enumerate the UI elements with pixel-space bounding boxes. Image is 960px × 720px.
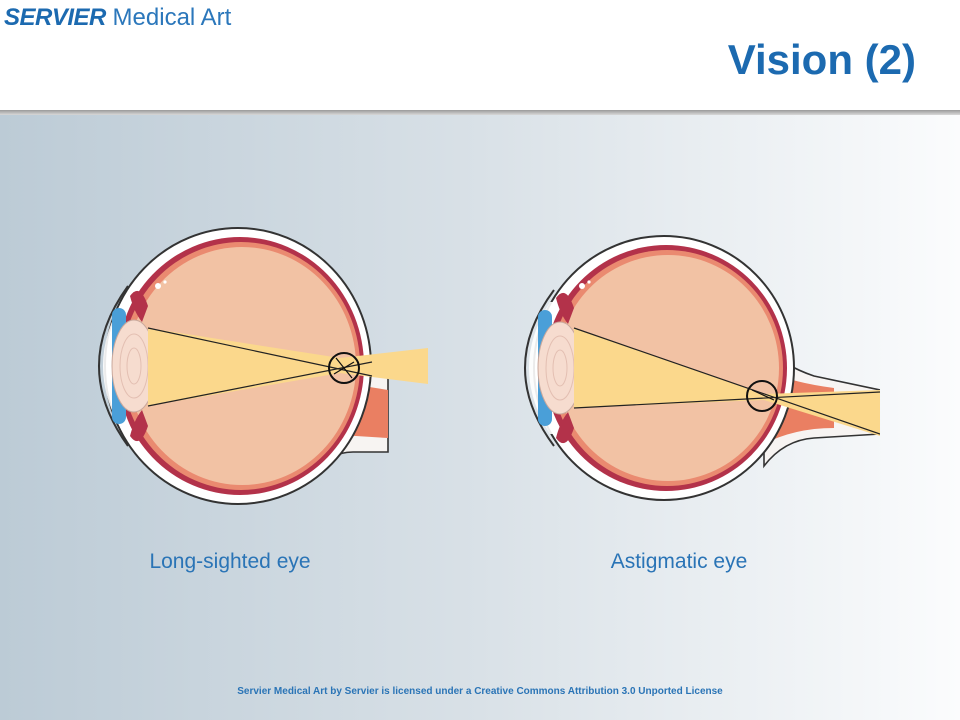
highlight [155, 283, 161, 289]
anterior-chamber [103, 298, 134, 434]
logo-subtitle: Medical Art [112, 4, 232, 31]
cornea [524, 289, 555, 447]
cornea [98, 285, 129, 447]
light-beam [148, 328, 428, 406]
logo-brand: SERVIER [4, 4, 106, 31]
header: SERVIER Medical Art Vision (2) [0, 0, 960, 113]
anterior-chamber [529, 302, 560, 434]
light-ray-top [147, 327, 373, 377]
page-title: Vision (2) [727, 36, 916, 83]
focal-point-marker [746, 380, 778, 412]
ciliary-body-bottom [556, 412, 574, 444]
light-ray-top [573, 327, 880, 435]
long-sighted-eye-illustration [98, 227, 428, 505]
astigmatic-caption: Astigmatic eye [610, 550, 748, 573]
light-ray-bottom [573, 391, 880, 409]
ciliary-body-bottom [130, 410, 148, 442]
ciliary-body-top [556, 292, 574, 324]
light-ray-bottom [147, 361, 373, 407]
servier-logo: SERVIER Medical Art [4, 4, 231, 32]
focal-point-marker [328, 352, 360, 384]
highlight [579, 283, 585, 289]
license-footer: Servier Medical Art by Servier is licens… [237, 686, 723, 697]
header-divider [0, 110, 960, 115]
long-sighted-caption: Long-sighted eye [149, 550, 311, 573]
astigmatic-eye-illustration [524, 235, 880, 501]
ciliary-body-top [130, 290, 148, 322]
